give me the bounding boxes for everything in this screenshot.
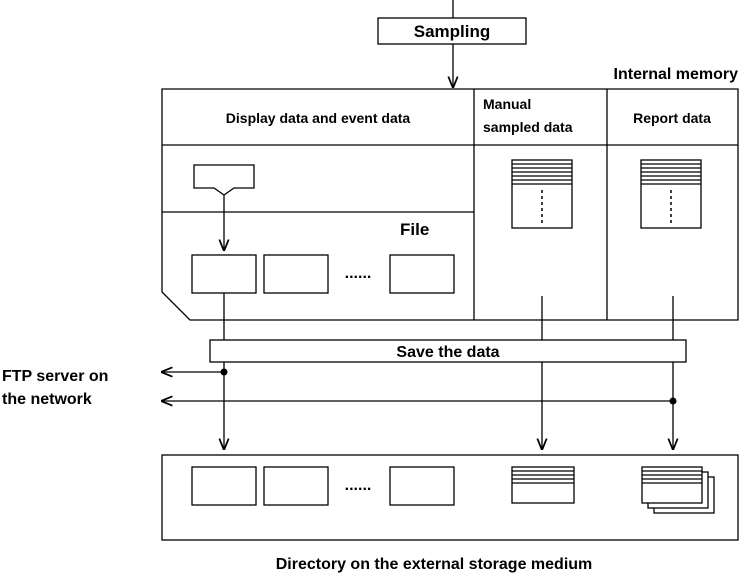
- buffer-icon: [193, 164, 255, 196]
- file-box: [263, 254, 329, 294]
- manual-header-line2: sampled data: [483, 119, 573, 135]
- report-table-icon: [640, 159, 702, 229]
- report-header: Report data: [633, 110, 711, 126]
- manual-table-icon: [511, 159, 573, 229]
- save-data-bar: [209, 339, 687, 363]
- ftp-label-line2: the network: [2, 391, 92, 408]
- file-ellipsis: ......: [345, 265, 372, 282]
- file-box: [389, 254, 455, 294]
- directory-caption: Directory on the external storage medium: [276, 556, 593, 573]
- manual-header-line1: Manual: [483, 96, 531, 112]
- internal-memory-label: Internal memory: [614, 66, 739, 83]
- stored-file-box: [191, 466, 257, 506]
- stored-file-ellipsis: ......: [345, 477, 372, 494]
- sampling-label: Sampling: [414, 22, 491, 41]
- display-event-header: Display data and event data: [226, 110, 411, 126]
- file-label: File: [400, 220, 429, 239]
- stored-manual-table-icon: [511, 466, 575, 504]
- stored-file-box: [263, 466, 329, 506]
- stored-file-box: [389, 466, 455, 506]
- file-box: [191, 254, 257, 294]
- stored-report-tables-icon: [641, 466, 715, 514]
- junction-dot: [220, 368, 228, 376]
- sampling-box: [377, 17, 527, 45]
- save-data-label: Save the data: [396, 344, 499, 361]
- junction-dot: [669, 397, 677, 405]
- ftp-label-line1: FTP server on: [2, 368, 108, 385]
